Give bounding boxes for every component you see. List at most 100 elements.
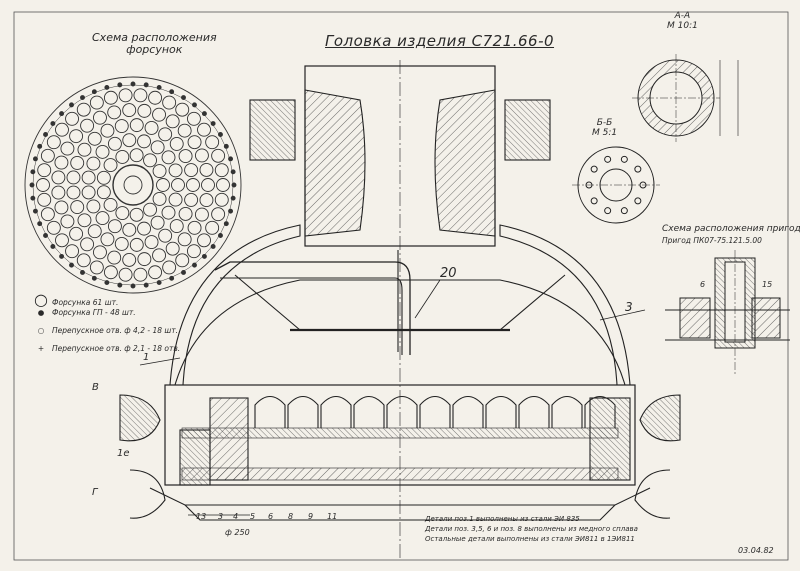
part-number: 3 <box>218 512 224 521</box>
bb-hole <box>590 165 598 173</box>
part-number: 11 <box>327 512 338 521</box>
nozzle-circle <box>186 178 200 192</box>
gp-nozzle-dot <box>210 244 216 249</box>
nozzle-circle <box>156 178 170 192</box>
nozzle-circle <box>187 220 202 235</box>
gp-nozzle-dot <box>218 233 223 238</box>
gp-nozzle-dot <box>59 111 65 117</box>
nozzle-circle <box>178 206 193 221</box>
gp-nozzle-dot <box>91 275 97 281</box>
nozzle-circle <box>169 219 184 234</box>
note-line: Детали поз. 3,5, 6 и поз. 8 выполнены из… <box>425 525 638 533</box>
nozzle-circle <box>129 207 144 222</box>
nozzle-circle <box>162 260 177 275</box>
priming-scheme-part: Пригод ПК07-75.121.5.00 <box>662 236 762 245</box>
gp-nozzle-dot <box>117 82 123 88</box>
priming-scheme-label: Схема расположения пригод Пригод ПК07-75… <box>662 223 800 247</box>
gp-nozzle-dot <box>181 270 186 275</box>
nozzle-section <box>551 395 583 428</box>
gp-nozzle-dot <box>37 143 43 149</box>
nozzle-circle <box>165 114 180 129</box>
nozzle-circle <box>103 265 118 280</box>
nozzle-circle <box>122 103 137 118</box>
note-line: Детали поз.1 выполнены из стали ЭИ 835 <box>425 515 580 523</box>
nozzle-circle <box>214 163 229 178</box>
nozzle-circle <box>152 164 167 179</box>
part-number: 6 <box>268 512 274 521</box>
gp-nozzle-dot <box>223 221 229 227</box>
nozzle-circle <box>93 110 107 125</box>
nozzle-circle <box>144 235 159 250</box>
part-number: 9 <box>308 512 314 521</box>
gp-nozzle-dot <box>231 182 237 188</box>
bb-hole <box>620 155 628 163</box>
gp-nozzle-dot <box>32 208 38 214</box>
legend-item: ●Форсунка ГП - 48 шт. <box>30 308 136 317</box>
nozzle-circle <box>80 118 95 133</box>
nozzle-circle <box>86 156 101 171</box>
nozzle-circle <box>69 129 84 144</box>
callout-3: 3 <box>625 300 633 314</box>
nozzle-circle <box>107 250 122 265</box>
nozzle-circle <box>129 237 144 252</box>
nozzle-section <box>254 395 286 428</box>
nozzle-section <box>419 395 451 428</box>
nozzle-circle <box>143 153 157 168</box>
part-number: 8 <box>288 512 294 521</box>
nozzle-circle <box>122 222 137 237</box>
nozzle-circle <box>65 244 79 259</box>
nozzle-circle <box>144 120 159 135</box>
priming-scheme-title: Схема расположения пригод <box>662 224 800 234</box>
nozzle-circle <box>87 224 102 239</box>
nozzle-circle <box>205 135 220 150</box>
nozzle-circle <box>81 170 96 185</box>
nozzle-circle <box>162 95 177 110</box>
gp-nozzle-dot <box>192 262 197 268</box>
bb-hole <box>604 207 612 215</box>
gp-nozzle-dot <box>32 156 38 162</box>
nozzle-circle <box>211 148 226 163</box>
gp-nozzle-dot <box>37 221 43 227</box>
nozzle-circle <box>87 131 102 146</box>
bb-hole <box>634 165 642 173</box>
nozzle-circle <box>187 111 201 126</box>
nozzle-circle <box>107 136 122 151</box>
nozzle-circle <box>137 103 152 118</box>
gp-nozzle-dot <box>29 182 35 188</box>
nozzle-circle <box>37 163 52 178</box>
part-number: 5 <box>250 512 256 521</box>
nozzle-circle <box>178 149 193 164</box>
legend-item: ○Перепускное отв. ф 4,2 - 18 шт. <box>30 326 178 335</box>
gp-nozzle-dot <box>143 282 149 288</box>
section-bb-view <box>572 146 660 224</box>
gp-nozzle-dot <box>104 280 110 286</box>
nozzle-circle <box>60 141 75 156</box>
nozzle-circle <box>199 193 214 208</box>
nozzle-section <box>320 395 352 428</box>
nozzle-circle <box>165 241 180 256</box>
nozzle-circle <box>137 134 151 149</box>
nozzle-scheme-label: Схема расположения форсунок <box>92 32 217 56</box>
nozzle-circle <box>115 206 130 221</box>
nozzle-circle <box>197 122 211 137</box>
gp-nozzle-dot <box>230 195 236 201</box>
nozzle-circle <box>168 192 183 207</box>
nozzle-circle <box>77 142 92 157</box>
gp-nozzle-dot <box>156 280 162 286</box>
nozzle-circle <box>152 107 166 122</box>
nozzle-circle <box>65 111 79 126</box>
nozzle-circle <box>89 260 104 275</box>
section-bb-title: Б-Б <box>596 118 613 128</box>
notes-block: Детали поз.1 выполнены из стали ЭИ 835 Д… <box>425 514 638 544</box>
drawing-date: 03.04.82 <box>738 546 774 555</box>
nozzle-circle <box>54 200 69 215</box>
nozzle-circle <box>148 265 163 280</box>
part-number: 4 <box>233 512 239 521</box>
nozzle-circle <box>95 211 110 226</box>
nozzle-circle <box>103 197 118 212</box>
gp-nozzle-dot <box>223 143 229 149</box>
section-aa-scale: М 10:1 <box>667 21 698 31</box>
gp-nozzle-dot <box>30 169 36 175</box>
nozzle-section <box>518 395 550 428</box>
gp-nozzle-dot <box>228 156 234 162</box>
